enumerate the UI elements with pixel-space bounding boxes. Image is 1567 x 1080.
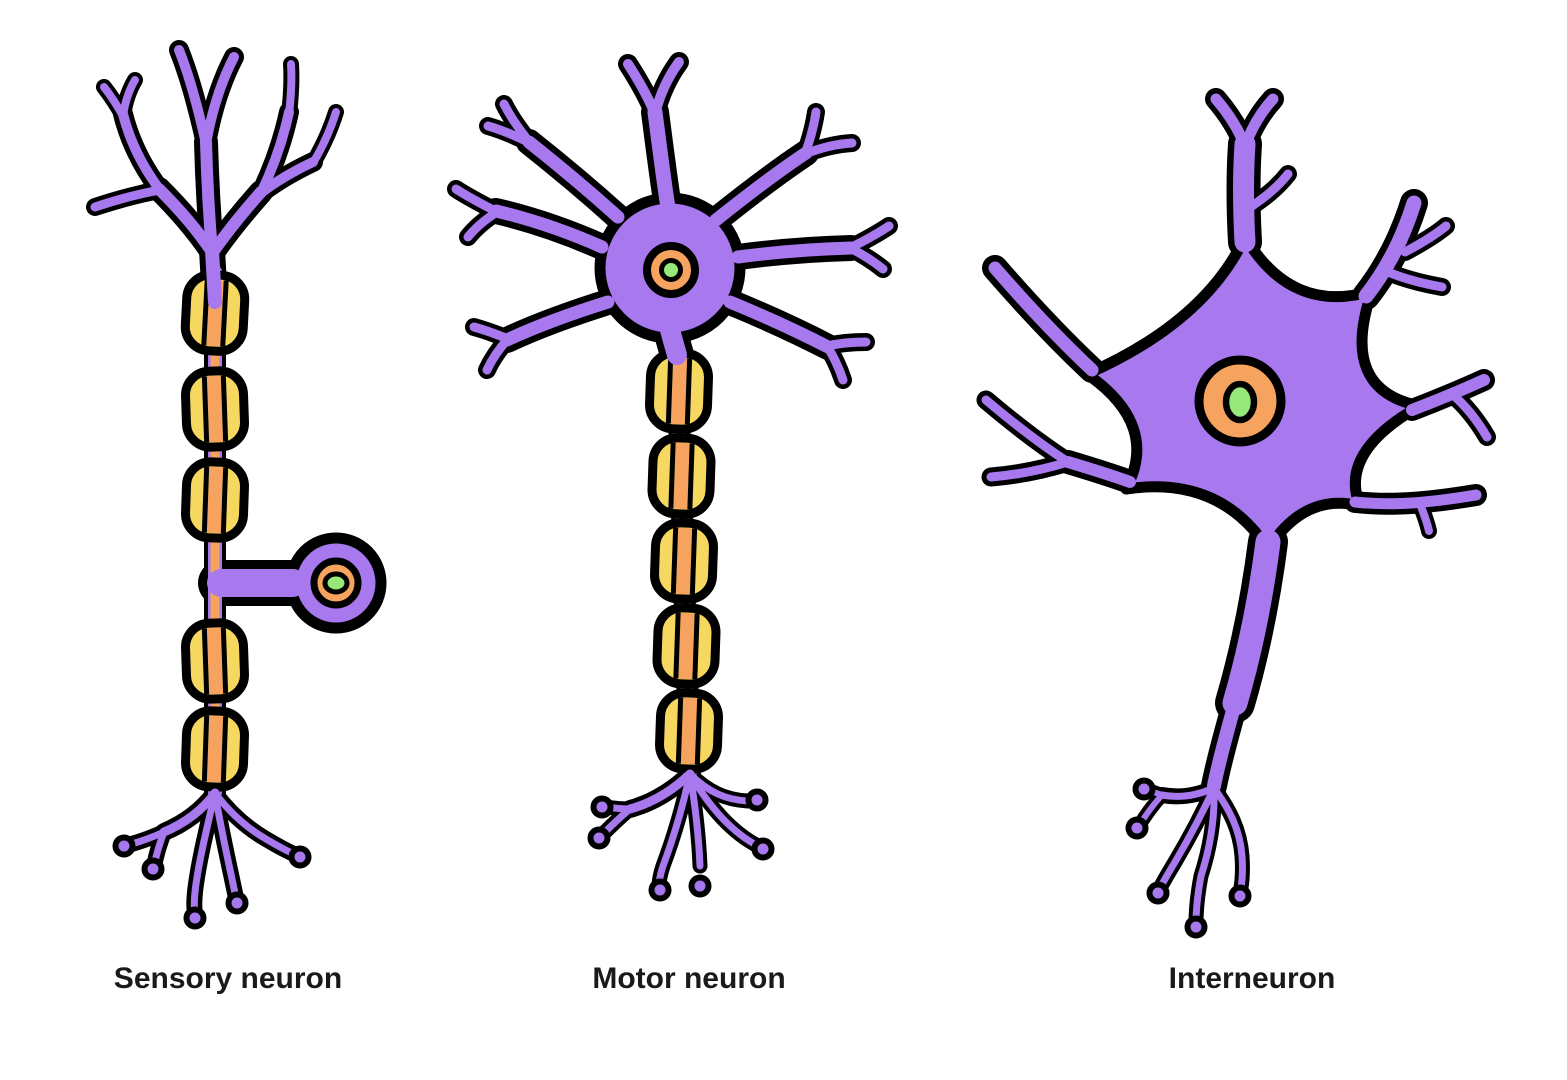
motor-nucleolus bbox=[659, 258, 683, 282]
motor-neuron-illustration bbox=[447, 52, 898, 902]
sensory-nucleus-and-boutons bbox=[112, 557, 362, 930]
sensory-nucleolus bbox=[322, 571, 350, 595]
sensory-neuron-illustration bbox=[86, 40, 387, 930]
interneuron-nucleolus bbox=[1222, 380, 1258, 424]
sensory-axon-and-soma bbox=[184, 261, 387, 803]
motor-axon-and-soma bbox=[594, 192, 746, 783]
myelin-segment bbox=[185, 461, 246, 539]
myelin-segment bbox=[659, 692, 720, 770]
interneuron-illustration bbox=[976, 88, 1496, 939]
motor-nucleus-and-boutons bbox=[587, 242, 775, 902]
myelin-segment bbox=[185, 622, 246, 700]
myelin-segment bbox=[651, 437, 712, 515]
myelin-segment bbox=[654, 522, 715, 600]
interneuron-label: Interneuron bbox=[1168, 962, 1336, 995]
myelin-segment bbox=[185, 370, 246, 448]
myelin-segment bbox=[185, 710, 246, 788]
motor-neuron-label: Motor neuron bbox=[592, 962, 786, 995]
sensory-neuron-label: Sensory neuron bbox=[113, 962, 343, 995]
myelin-segment bbox=[656, 607, 717, 685]
interneuron-nucleus-and-boutons bbox=[1125, 355, 1286, 939]
